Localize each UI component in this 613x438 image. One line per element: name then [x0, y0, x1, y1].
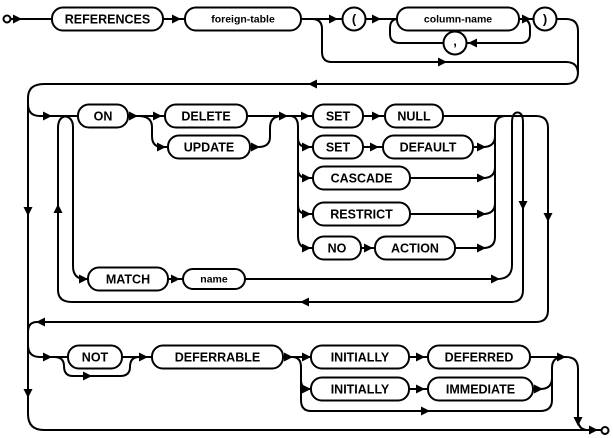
svg-text:column-name: column-name	[424, 14, 492, 26]
svg-text:ACTION: ACTION	[391, 242, 439, 256]
svg-text:INITIALLY: INITIALLY	[331, 383, 390, 397]
node-initially-2: INITIALLY	[310, 376, 410, 402]
node-match: MATCH	[87, 266, 169, 292]
node-column-name: column-name	[396, 6, 520, 32]
svg-text:RESTRICT: RESTRICT	[330, 208, 393, 222]
node-default: DEFAULT	[382, 134, 474, 160]
node-deferred: DEFERRED	[427, 344, 531, 370]
svg-text:foreign-table: foreign-table	[211, 14, 275, 26]
svg-text:IMMEDIATE: IMMEDIATE	[446, 383, 515, 397]
svg-text:DEFAULT: DEFAULT	[400, 141, 457, 155]
node-cascade: CASCADE	[312, 165, 411, 191]
node-set-2: SET	[312, 134, 364, 160]
node-not: NOT	[67, 344, 123, 370]
svg-text:SET: SET	[326, 141, 351, 155]
svg-text:NO: NO	[328, 242, 347, 256]
svg-text:ON: ON	[94, 110, 113, 124]
svg-text:CASCADE: CASCADE	[331, 172, 393, 186]
node-update: UPDATE	[167, 134, 251, 160]
node-open-paren: (	[341, 6, 367, 32]
node-delete: DELETE	[164, 103, 248, 129]
node-comma: ,	[442, 30, 468, 56]
node-deferrable: DEFERRABLE	[151, 344, 284, 370]
svg-text:REFERENCES: REFERENCES	[65, 13, 150, 27]
svg-text:SET: SET	[326, 110, 351, 124]
node-name: name	[182, 268, 246, 290]
arrowheads	[13, 14, 598, 435]
node-immediate: IMMEDIATE	[427, 376, 534, 402]
svg-text:DEFERRED: DEFERRED	[445, 351, 514, 365]
node-no: NO	[312, 235, 362, 261]
svg-text:name: name	[200, 274, 228, 286]
svg-text:DEFERRABLE: DEFERRABLE	[175, 351, 260, 365]
svg-text:): )	[543, 12, 547, 27]
start-terminal	[2, 14, 12, 24]
svg-text:(: (	[352, 12, 357, 27]
svg-text:,: ,	[453, 34, 457, 49]
svg-text:NOT: NOT	[82, 351, 109, 365]
node-set-1: SET	[312, 103, 364, 129]
svg-text:NULL: NULL	[397, 110, 431, 124]
node-initially-1: INITIALLY	[310, 344, 410, 370]
node-action: ACTION	[374, 235, 456, 261]
node-on: ON	[77, 103, 129, 129]
svg-text:MATCH: MATCH	[106, 273, 150, 287]
node-foreign-table: foreign-table	[184, 6, 302, 32]
svg-text:DELETE: DELETE	[181, 110, 230, 124]
node-references: REFERENCES	[51, 6, 164, 32]
svg-text:INITIALLY: INITIALLY	[331, 351, 390, 365]
node-restrict: RESTRICT	[312, 201, 411, 227]
node-null: NULL	[384, 103, 444, 129]
end-terminal	[600, 426, 610, 435]
svg-text:UPDATE: UPDATE	[184, 141, 234, 155]
node-close-paren: )	[532, 6, 558, 32]
